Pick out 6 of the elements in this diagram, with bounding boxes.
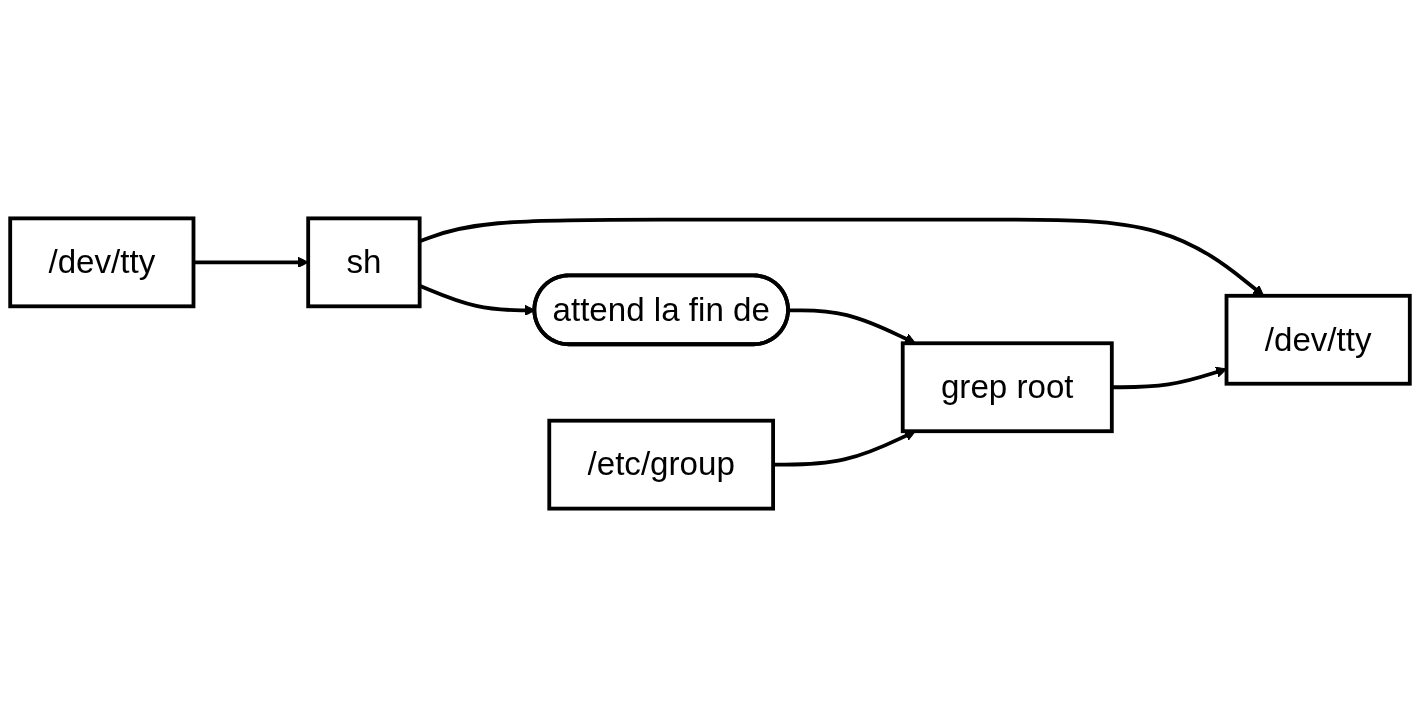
node-box: /dev/tty	[1224, 293, 1412, 386]
node-box: /etc/group	[547, 418, 775, 511]
arrow	[788, 308, 916, 344]
node-box: sh	[306, 216, 422, 309]
node-box: grep root	[900, 341, 1114, 434]
node-box: /dev/tty	[8, 216, 196, 309]
